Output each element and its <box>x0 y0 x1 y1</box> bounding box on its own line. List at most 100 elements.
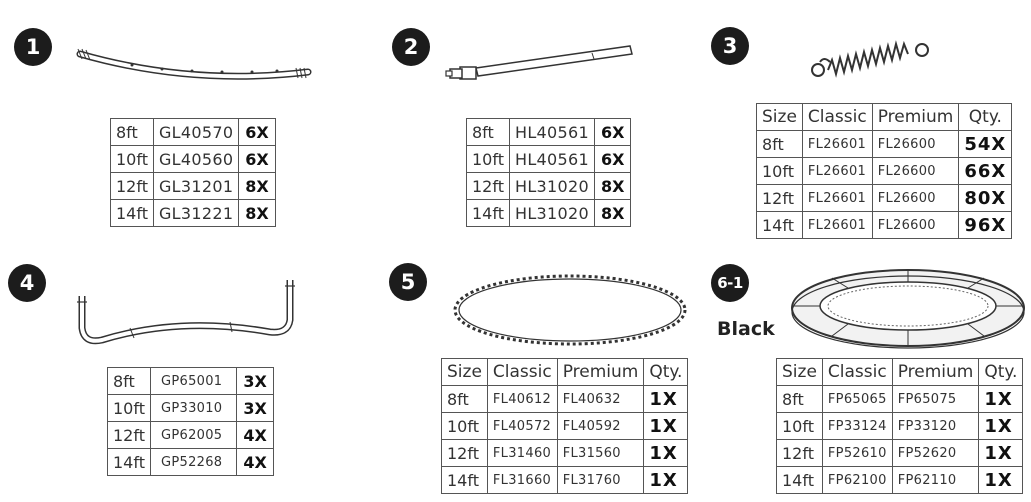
premium-code-cell: FP62110 <box>891 466 980 494</box>
premium-code-cell: FL26600 <box>871 184 960 212</box>
part-code-cell: HL31020 <box>508 199 595 227</box>
size-header: Size <box>756 103 803 131</box>
qty-cell: 1X <box>978 439 1024 467</box>
qty-cell: 96X <box>958 211 1013 239</box>
classic-header: Classic <box>801 103 873 131</box>
classic-code-cell: FL26601 <box>801 130 873 158</box>
qty-cell: 80X <box>958 184 1013 212</box>
qty-cell: 8X <box>238 199 276 227</box>
jumping-mat-illustration <box>453 274 687 346</box>
color-label: Black <box>717 318 775 340</box>
spring-illustration <box>811 40 929 78</box>
classic-code-cell: FL31660 <box>486 466 558 494</box>
classic-code-cell: FL26601 <box>801 157 873 185</box>
classic-code-cell: FL31460 <box>486 439 558 467</box>
size-cell: 8ft <box>776 385 823 413</box>
qty-cell: 1X <box>978 412 1024 440</box>
premium-code-cell: FP65075 <box>891 385 980 413</box>
qty-cell: 8X <box>238 172 276 200</box>
table-header-row: Size Classic Premium Qty. <box>441 358 689 386</box>
qty-cell: 6X <box>593 118 632 146</box>
premium-code-cell: FL40632 <box>556 385 645 413</box>
qty-cell: 1X <box>643 466 689 494</box>
qty-cell: 54X <box>958 130 1013 158</box>
qty-cell: 6X <box>593 145 632 173</box>
qty-cell: 4X <box>236 421 274 449</box>
part-5-badge: 5 <box>389 263 427 301</box>
premium-header: Premium <box>556 358 645 386</box>
part-3-badge: 3 <box>711 27 749 65</box>
premium-code-cell: FL26600 <box>871 211 960 239</box>
part-1-badge: 1 <box>14 28 52 66</box>
qty-cell: 3X <box>236 367 274 395</box>
qty-cell: 3X <box>236 394 274 422</box>
qty-cell: 1X <box>643 412 689 440</box>
part-code-cell: GL40570 <box>152 118 240 146</box>
premium-code-cell: FL26600 <box>871 130 960 158</box>
size-cell: 12ft <box>776 439 823 467</box>
size-cell: 12ft <box>441 439 488 467</box>
size-cell: 10ft <box>756 157 803 185</box>
premium-code-cell: FL26600 <box>871 157 960 185</box>
part-code-cell: GP62005 <box>149 421 238 449</box>
premium-code-cell: FP52620 <box>891 439 980 467</box>
part-2-badge: 2 <box>392 28 430 66</box>
premium-code-cell: FL40592 <box>556 412 645 440</box>
part-code-cell: GL40560 <box>152 145 240 173</box>
size-cell: 12ft <box>107 421 151 449</box>
part-4-badge: 4 <box>8 264 46 302</box>
size-cell: 10ft <box>776 412 823 440</box>
size-cell: 10ft <box>466 145 510 173</box>
size-header: Size <box>776 358 823 386</box>
size-cell: 14ft <box>756 211 803 239</box>
size-cell: 14ft <box>466 199 510 227</box>
part-code-cell: GL31221 <box>152 199 240 227</box>
curved-top-rail-illustration <box>76 48 312 80</box>
qty-header: Qty. <box>958 103 1013 131</box>
size-cell: 12ft <box>756 184 803 212</box>
part-code-cell: HL31020 <box>508 172 595 200</box>
size-cell: 14ft <box>107 448 151 476</box>
qty-cell: 6X <box>238 145 276 173</box>
qty-cell: 66X <box>958 157 1013 185</box>
qty-cell: 8X <box>593 172 632 200</box>
size-cell: 10ft <box>107 394 151 422</box>
size-header: Size <box>441 358 488 386</box>
part-6-1-badge: 6-1 <box>711 264 749 302</box>
qty-header: Qty. <box>643 358 689 386</box>
size-cell: 14ft <box>110 199 154 227</box>
premium-code-cell: FL31560 <box>556 439 645 467</box>
qty-cell: 4X <box>236 448 274 476</box>
part-code-cell: GL31201 <box>152 172 240 200</box>
premium-code-cell: FP33120 <box>891 412 980 440</box>
part-code-cell: GP33010 <box>149 394 238 422</box>
size-cell: 12ft <box>466 172 510 200</box>
classic-code-cell: FL40572 <box>486 412 558 440</box>
classic-code-cell: FP52610 <box>821 439 893 467</box>
qty-cell: 1X <box>643 439 689 467</box>
qty-cell: 1X <box>978 385 1024 413</box>
size-cell: 10ft <box>441 412 488 440</box>
